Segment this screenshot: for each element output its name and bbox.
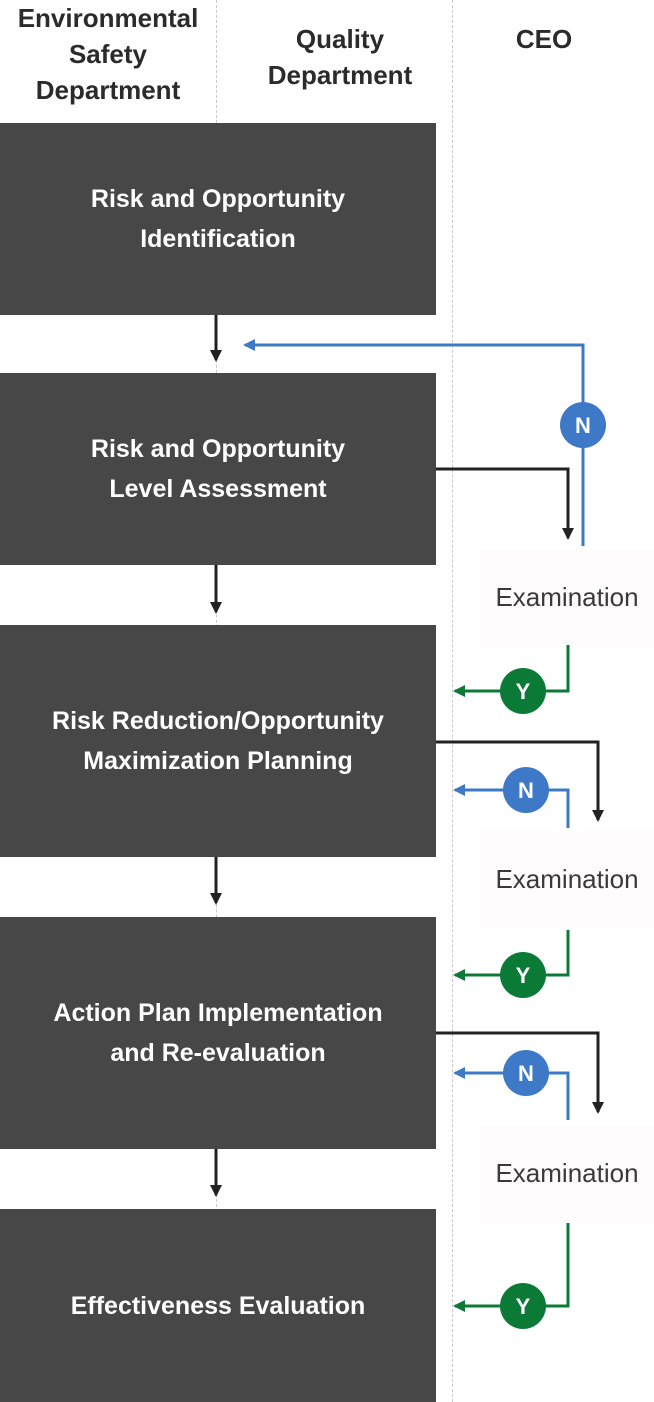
lane-header-line: CEO <box>515 24 573 54</box>
approve-path-3 <box>453 1223 570 1312</box>
yes-badge-3: Y <box>500 1283 546 1329</box>
no-badge-1: N <box>560 402 606 448</box>
lane-header-line: Quality <box>295 24 385 54</box>
step-label-line: Identification <box>140 225 296 253</box>
submit-arrow-2 <box>436 740 604 822</box>
step-label-line: Level Assessment <box>109 475 327 503</box>
no-badge-label: N <box>518 778 534 803</box>
no-badge-3: N <box>503 1050 549 1096</box>
step-label-line: Risk Reduction/Opportunity <box>52 707 384 735</box>
yes-badge-label: Y <box>516 1294 531 1319</box>
submit-arrow-1 <box>436 467 574 540</box>
step-label-line: Action Plan Implementation <box>53 999 383 1027</box>
step-label-line: Risk and Opportunity <box>90 435 346 463</box>
yes-badge-label: Y <box>516 963 531 988</box>
no-badge-2: N <box>503 767 549 813</box>
lane-header-quality: Quality Department <box>222 21 458 93</box>
lane-divider-2 <box>452 0 453 1402</box>
step-effectiveness-evaluation: Effectiveness Evaluation <box>0 1209 436 1402</box>
reject-path-3 <box>453 1067 570 1120</box>
step-label-line: Risk and Opportunity <box>90 185 346 213</box>
lane-header-line: Safety <box>68 39 148 69</box>
approve-path-2 <box>453 930 570 981</box>
step-risk-identification: Risk and Opportunity Identification <box>0 123 436 315</box>
step-reduction-planning: Risk Reduction/Opportunity Maximization … <box>0 625 436 857</box>
examination-node-3: Examination <box>480 1125 654 1221</box>
reject-path-2 <box>453 784 570 828</box>
no-badge-label: N <box>575 413 591 438</box>
yes-badge-2: Y <box>500 952 546 998</box>
step-label-line: and Re-evaluation <box>110 1039 326 1067</box>
no-badge-label: N <box>518 1061 534 1086</box>
examination-node-2: Examination <box>480 831 654 927</box>
lane-header-environmental-safety: Environmental Safety Department <box>0 0 216 108</box>
yes-badge-label: Y <box>516 679 531 704</box>
yes-badge-1: Y <box>500 668 546 714</box>
step-label-line: Maximization Planning <box>83 747 353 775</box>
step-action-plan: Action Plan Implementation and Re-evalua… <box>0 917 436 1149</box>
lane-header-ceo: CEO <box>452 21 636 57</box>
submit-arrow-3 <box>436 1031 604 1114</box>
lane-header-line: Environmental <box>17 3 199 33</box>
step-label-line: Effectiveness Evaluation <box>70 1291 366 1320</box>
reject-path-1 <box>243 339 585 546</box>
lane-header-line: Department <box>35 75 181 105</box>
approve-path-1 <box>453 645 570 697</box>
lane-header-line: Department <box>267 60 413 90</box>
examination-node-1: Examination <box>480 549 654 645</box>
step-level-assessment: Risk and Opportunity Level Assessment <box>0 373 436 565</box>
